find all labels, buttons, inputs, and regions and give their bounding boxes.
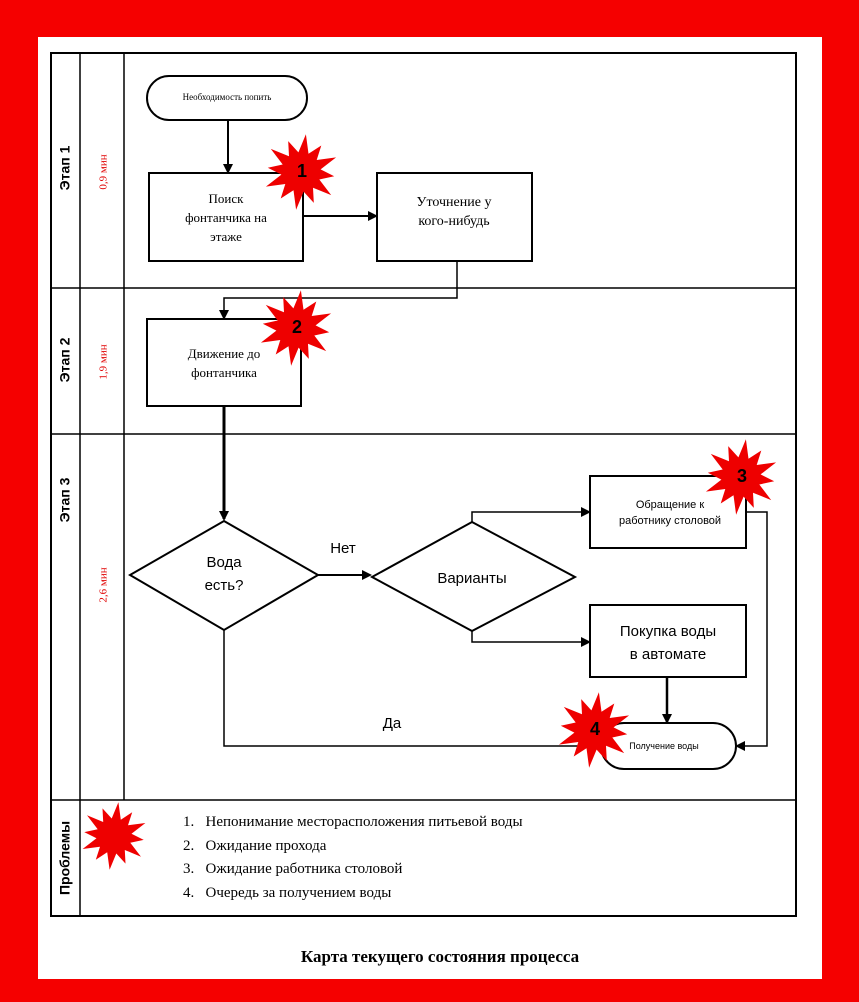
burst-marker-4-icon bbox=[558, 692, 630, 768]
stage2-time: 1,9 мин bbox=[98, 344, 110, 379]
stage2-label: Этап 2 bbox=[57, 337, 73, 382]
marker-1-label: 1 bbox=[297, 161, 307, 181]
swimlane-table bbox=[50, 52, 797, 917]
variants-node bbox=[369, 520, 578, 633]
burst-problems-icon bbox=[82, 802, 146, 870]
decision-node bbox=[128, 519, 320, 632]
edge-clarify-move bbox=[219, 262, 458, 320]
stage1-label: Этап 1 bbox=[57, 145, 73, 190]
move-node-line1: Движение до bbox=[188, 346, 261, 361]
marker-4-label: 4 bbox=[590, 719, 600, 739]
ask-worker-line1: Обращение к bbox=[636, 499, 705, 511]
decision-node-line2: есть? bbox=[205, 577, 244, 594]
burst-marker-2-icon bbox=[260, 290, 332, 366]
decision-node-line1: Вода bbox=[206, 554, 242, 571]
burst-marker-1-icon bbox=[265, 134, 337, 210]
start-node-label: Необходимость попить bbox=[183, 92, 272, 102]
buy-machine-line1: Покупка воды bbox=[620, 623, 716, 640]
search-node-line3: этаже bbox=[210, 229, 242, 244]
problem-item-1: 1. Непонимание месторасположения питьево… bbox=[183, 814, 523, 830]
stage3-time: 2,6 мин bbox=[98, 567, 110, 602]
edge-label-yes: Да bbox=[383, 715, 402, 732]
clarify-node bbox=[376, 172, 533, 262]
receive-node-label: Получение воды bbox=[629, 741, 698, 751]
marker-2-label: 2 bbox=[292, 317, 302, 337]
stage1-time: 0,9 мин bbox=[98, 154, 110, 189]
search-node bbox=[148, 172, 304, 262]
variants-node-label: Варианты bbox=[437, 570, 506, 587]
edge-decision-receive bbox=[223, 630, 602, 751]
search-node-line1: Поиск bbox=[209, 191, 245, 206]
buy-machine-line2: в автомате bbox=[630, 646, 707, 663]
edge-ask-receive bbox=[735, 511, 768, 751]
edge-variants-ask bbox=[471, 507, 591, 524]
problems-label: Проблемы bbox=[57, 821, 73, 895]
start-node bbox=[146, 75, 308, 121]
clarify-node-line2: кого-нибудь bbox=[418, 214, 489, 229]
problem-item-4: 4. Очередь за получением воды bbox=[183, 885, 391, 901]
stage3-label: Этап 3 bbox=[57, 477, 73, 522]
move-node-line2: фонтанчика bbox=[191, 365, 257, 380]
ask-worker-line2: работнику столовой bbox=[619, 515, 721, 527]
buy-machine-node bbox=[589, 604, 747, 678]
marker-3-label: 3 bbox=[737, 466, 747, 486]
problem-item-3: 3. Ожидание работника столовой bbox=[183, 861, 402, 877]
diagram-caption: Карта текущего состояния процесса bbox=[301, 947, 580, 966]
clarify-node-line1: Уточнение у bbox=[417, 195, 492, 210]
edge-label-no: Нет bbox=[330, 540, 356, 557]
burst-marker-3-icon bbox=[705, 439, 777, 515]
search-node-line2: фонтанчика на bbox=[185, 210, 267, 225]
problem-item-2: 2. Ожидание прохода bbox=[183, 838, 327, 854]
edge-variants-buy bbox=[471, 630, 591, 647]
